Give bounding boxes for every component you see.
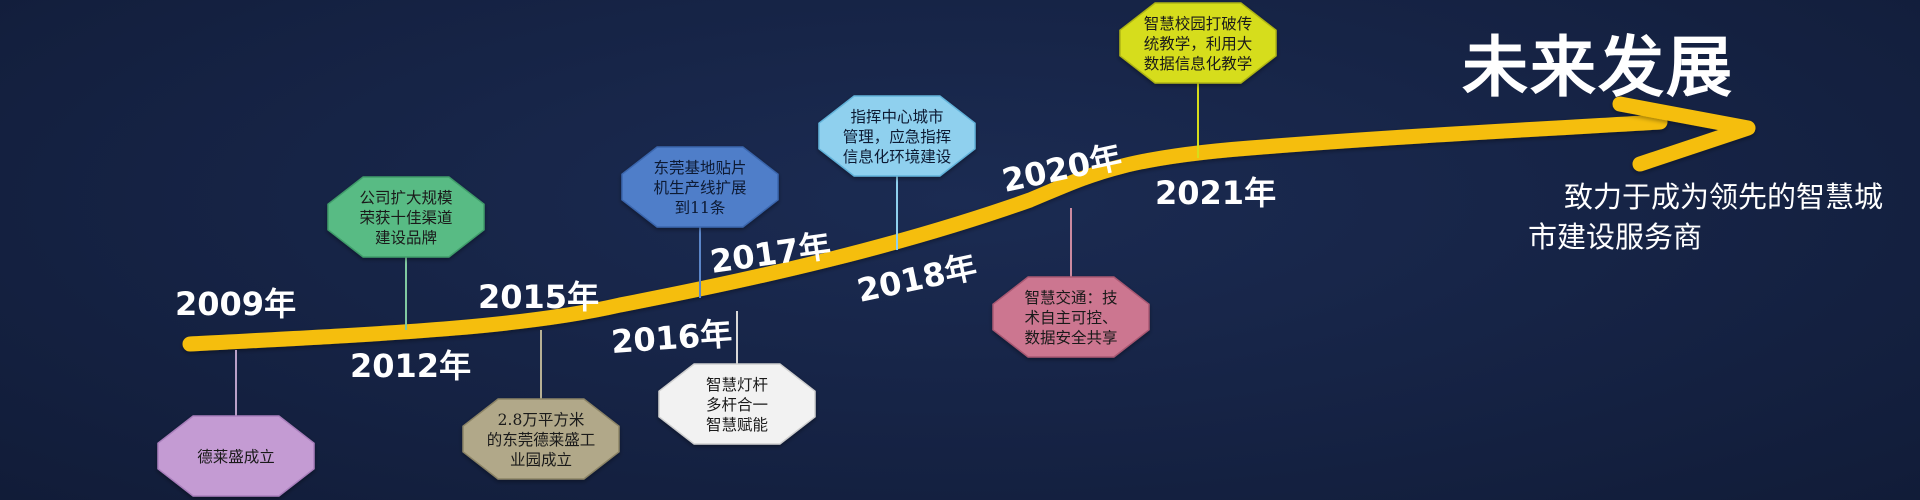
milestone-text-3-0: 东莞基地贴片 xyxy=(653,159,746,177)
milestone-text-7-0: 智慧校园打破传 xyxy=(1144,15,1253,33)
timeline-arrow-head xyxy=(1612,96,1756,172)
milestone-node-0 xyxy=(157,415,315,497)
milestone-text-4-1: 多杆合一 xyxy=(706,396,768,414)
milestone-node-7 xyxy=(1119,2,1277,84)
timeline-arrow-line xyxy=(182,114,1668,352)
milestone-text-5-2: 信息化环境建设 xyxy=(843,147,952,166)
year-label-2: 2015年 xyxy=(478,278,599,316)
connector-lines xyxy=(235,83,1199,416)
page-title: 未来发展 xyxy=(1462,28,1734,106)
year-label-0: 2009年 xyxy=(175,285,296,323)
year-label-3: 2016年 xyxy=(610,315,733,361)
year-label-1: 2012年 xyxy=(350,347,471,385)
milestone-text-3-1: 机生产线扩展 xyxy=(653,179,746,197)
milestone-text-2-2: 业园成立 xyxy=(510,451,572,469)
milestone-text-4-2: 智慧赋能 xyxy=(706,416,768,434)
milestone-text-1-2: 建设品牌 xyxy=(375,229,437,247)
milestone-node-1 xyxy=(327,176,485,258)
milestone-node-6 xyxy=(992,276,1150,358)
milestone-text-6-0: 智慧交通：技 xyxy=(1024,289,1117,307)
milestone-text-1-0: 公司扩大规模 xyxy=(359,189,452,207)
milestone-text-5-0: 指挥中心城市 xyxy=(850,108,943,126)
milestone-node-4 xyxy=(658,363,816,445)
milestone-node-5 xyxy=(818,95,976,177)
milestone-text-0-0: 德莱盛成立 xyxy=(197,448,275,466)
milestone-text-7-1: 统教学，利用大 xyxy=(1144,35,1253,53)
slogan-text: 致力于成为领先的智慧城市建设服务商 xyxy=(1528,180,1884,254)
milestone-node-3 xyxy=(621,146,779,228)
milestone-text-7-2: 数据信息化教学 xyxy=(1144,55,1253,73)
year-label-4: 2017年 xyxy=(708,226,833,280)
milestone-text-2-1: 的东莞德莱盛工 xyxy=(487,431,596,449)
milestone-node-2 xyxy=(462,398,620,480)
milestone-text-5-1: 管理，应急指挥 xyxy=(843,127,952,146)
year-label-7: 2021年 xyxy=(1155,174,1276,212)
milestone-text-6-2: 数据安全共享 xyxy=(1024,329,1117,347)
milestone-text-1-1: 荣获十佳渠道 xyxy=(359,209,452,227)
milestone-text-4-0: 智慧灯杆 xyxy=(706,376,768,394)
year-label-5: 2018年 xyxy=(854,247,980,309)
milestone-text-6-1: 术自主可控、 xyxy=(1024,309,1117,327)
milestone-text-3-2: 到11条 xyxy=(675,199,726,217)
milestone-text-2-0: 2.8万平方米 xyxy=(498,411,585,429)
